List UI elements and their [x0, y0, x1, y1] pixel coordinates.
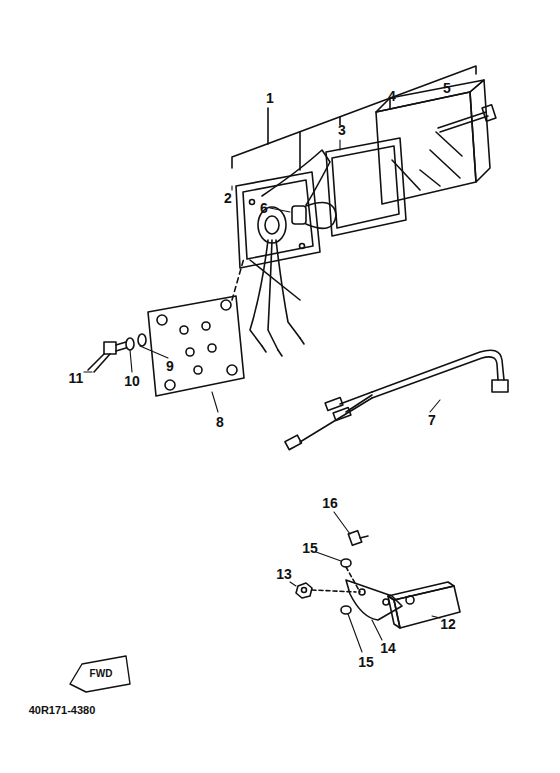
callout-number: 12 — [440, 617, 456, 631]
callout-number: 4 — [388, 89, 396, 103]
callout-number: 1 — [266, 91, 274, 105]
callout-number: 8 — [216, 415, 224, 429]
mount-plate — [148, 258, 244, 396]
small-fasteners — [296, 531, 368, 614]
callout-number: 16 — [322, 496, 338, 510]
fasteners — [88, 334, 146, 372]
callout-number: 2 — [224, 191, 232, 205]
wire-harness — [285, 350, 508, 450]
lamp-base — [236, 150, 330, 356]
callout-number: 13 — [276, 567, 292, 581]
reflector-bracket — [346, 580, 402, 620]
callout-number: 15 — [358, 655, 374, 669]
callout-number: 6 — [260, 201, 268, 215]
callout-number: 15 — [302, 541, 318, 555]
callout-number: 5 — [443, 81, 451, 95]
gasket — [326, 138, 406, 236]
fwd-arrow — [70, 656, 130, 692]
fwd-text: FWD — [90, 669, 113, 679]
callout-number: 10 — [124, 374, 140, 388]
leader-lines — [84, 140, 440, 652]
callout-number: 9 — [166, 359, 174, 373]
screw — [438, 105, 496, 132]
callout-number: 3 — [338, 123, 346, 137]
lens — [376, 80, 490, 204]
bulb — [292, 203, 336, 229]
callout-number: 7 — [428, 413, 436, 427]
drawing-number: 40R171-4380 — [29, 705, 96, 716]
callout-number: 14 — [380, 641, 396, 655]
callout-number: 11 — [69, 371, 84, 385]
